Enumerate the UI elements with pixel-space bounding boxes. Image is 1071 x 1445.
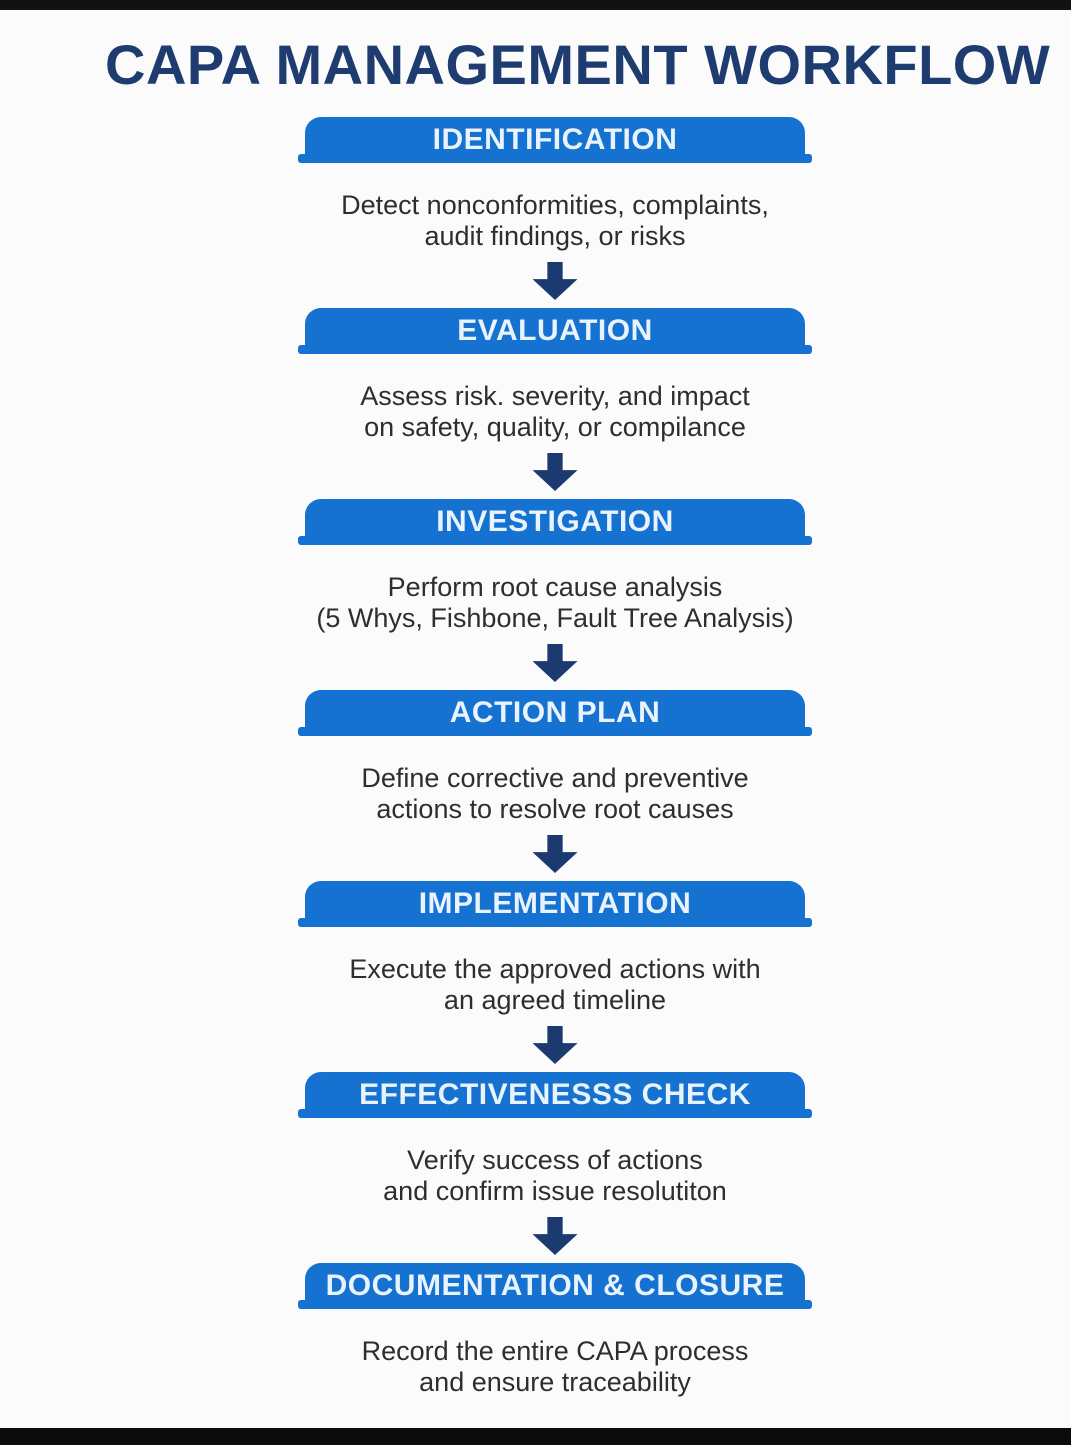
down-arrow-icon	[532, 262, 578, 300]
workflow-step-evaluation: EVALUATION Assess risk. severity, and im…	[298, 308, 812, 491]
step-description-line: on safety, quality, or compilance	[364, 412, 746, 442]
step-heading: IMPLEMENTATION	[418, 887, 692, 920]
step-description-line: (5 Whys, Fishbone, Fault Tree Analysis)	[316, 603, 794, 633]
step-heading: EFFECTIVENESSS CHECK	[359, 1078, 751, 1111]
step-box: IDENTIFICATION	[298, 117, 812, 163]
step-description: Detect nonconformities, complaints, audi…	[255, 190, 855, 252]
step-heading: IDENTIFICATION	[432, 123, 678, 156]
page-title: CAPA MANAGEMENT WORKFLOW	[105, 33, 1051, 96]
step-description-line: Perform root cause analysis	[387, 572, 723, 602]
workflow-step-documentation-closure: DOCUMENTATION & CLOSURE Record the entir…	[298, 1263, 812, 1398]
down-arrow-icon	[532, 835, 578, 873]
down-arrow-icon	[532, 644, 578, 682]
step-description-line: Define corrective and preventive	[361, 763, 749, 793]
step-description: Define corrective and preventive actions…	[255, 763, 855, 825]
workflow-step-effectiveness-check: EFFECTIVENESSS CHECK Verify success of a…	[298, 1072, 812, 1255]
step-box: EFFECTIVENESSS CHECK	[298, 1072, 812, 1118]
step-box: IMPLEMENTATION	[298, 881, 812, 927]
step-description-line: Record the entire CAPA process	[361, 1336, 749, 1366]
step-box: DOCUMENTATION & CLOSURE	[298, 1263, 812, 1309]
step-description: Assess risk. severity, and impact on saf…	[255, 381, 855, 443]
step-heading: DOCUMENTATION & CLOSURE	[325, 1269, 785, 1302]
down-arrow-icon	[532, 453, 578, 491]
step-description-line: Execute the approved actions with	[349, 954, 761, 984]
step-heading: ACTION PLAN	[449, 696, 661, 729]
step-heading: INVESTIGATION	[436, 505, 674, 538]
down-arrow-icon	[532, 1026, 578, 1064]
workflow-diagram: CAPA MANAGEMENT WORKFLOW IDENTIFICATION …	[105, 0, 1050, 1398]
step-box: INVESTIGATION	[298, 499, 812, 545]
down-arrow-icon	[532, 1217, 578, 1255]
letterbox-bar-top	[0, 0, 1071, 10]
step-description: Execute the approved actions with an agr…	[255, 954, 855, 1016]
step-box: EVALUATION	[298, 308, 812, 354]
step-description: Verify success of actions and confirm is…	[255, 1145, 855, 1207]
workflow-step-action-plan: ACTION PLAN Define corrective and preven…	[298, 690, 812, 873]
workflow-step-investigation: INVESTIGATION Perform root cause analysi…	[298, 499, 812, 682]
step-description-line: audit findings, or risks	[424, 221, 686, 251]
step-description-line: Detect nonconformities, complaints,	[341, 190, 769, 220]
letterbox-bar-bottom	[0, 1428, 1071, 1445]
step-description-line: Verify success of actions	[407, 1145, 703, 1175]
workflow-step-identification: IDENTIFICATION Detect nonconformities, c…	[298, 117, 812, 300]
step-description: Record the entire CAPA process and ensur…	[255, 1336, 855, 1398]
step-heading: EVALUATION	[457, 314, 653, 347]
step-description-line: Assess risk. severity, and impact	[360, 381, 750, 411]
step-box: ACTION PLAN	[298, 690, 812, 736]
workflow-step-implementation: IMPLEMENTATION Execute the approved acti…	[298, 881, 812, 1064]
step-description-line: an agreed timeline	[443, 985, 667, 1015]
step-description: Perform root cause analysis (5 Whys, Fis…	[255, 572, 855, 634]
step-description-line: and ensure traceability	[419, 1367, 691, 1397]
step-description-line: actions to resolve root causes	[376, 794, 734, 824]
step-description-line: and confirm issue resolutiton	[383, 1176, 727, 1206]
